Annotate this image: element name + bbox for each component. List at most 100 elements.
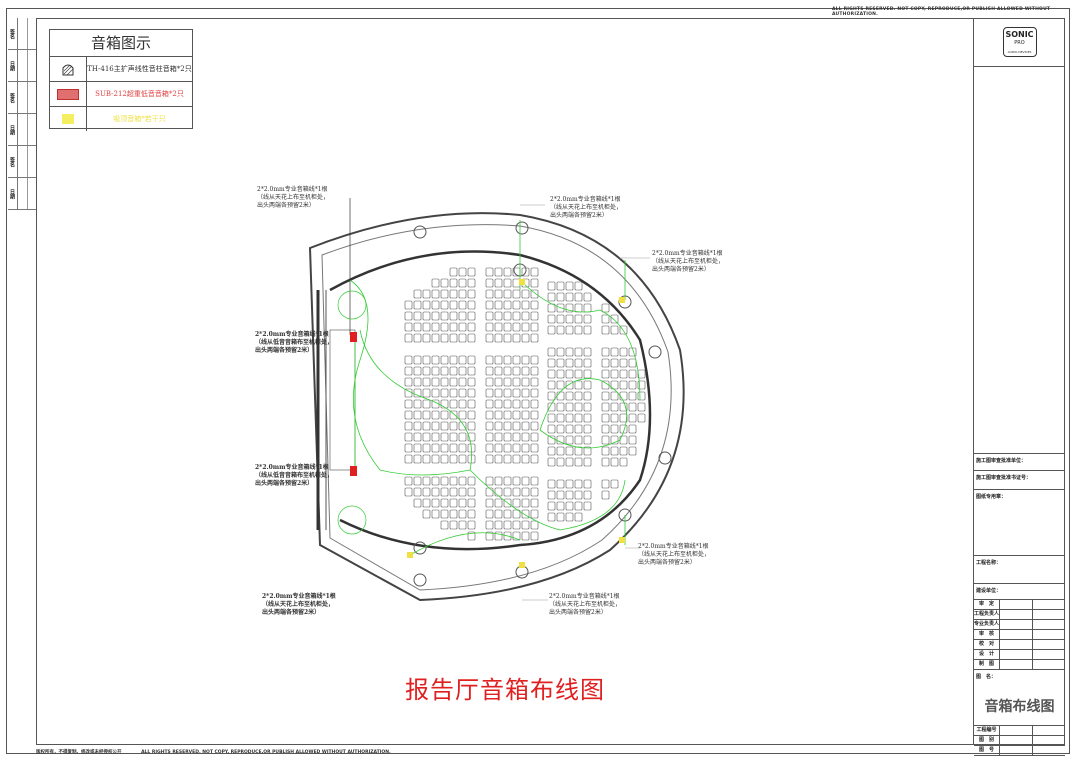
seat <box>485 520 494 530</box>
seat <box>458 300 467 310</box>
seat <box>521 399 530 409</box>
inner-wall <box>329 250 652 551</box>
seat <box>619 391 628 401</box>
seat <box>556 358 565 368</box>
seat <box>458 410 467 420</box>
seat <box>556 501 565 511</box>
seat <box>530 454 539 464</box>
seat <box>449 399 458 409</box>
seat <box>521 476 530 486</box>
seat <box>628 391 637 401</box>
seat <box>530 421 539 431</box>
seat <box>494 531 503 541</box>
seat <box>530 322 539 332</box>
seat <box>467 432 476 442</box>
seat <box>467 487 476 497</box>
seat <box>485 432 494 442</box>
seat <box>574 402 583 412</box>
seat <box>503 333 512 343</box>
ceiling-speaker-icon <box>407 552 413 558</box>
seat <box>565 325 574 335</box>
seat <box>449 421 458 431</box>
seat <box>628 369 637 379</box>
seat <box>503 399 512 409</box>
seat <box>574 501 583 511</box>
seat <box>440 399 449 409</box>
seat <box>512 498 521 508</box>
seat <box>512 520 521 530</box>
seat <box>521 443 530 453</box>
seat <box>494 289 503 299</box>
seat <box>440 388 449 398</box>
seat <box>440 476 449 486</box>
seat <box>503 410 512 420</box>
seat <box>494 399 503 409</box>
seat <box>449 267 458 277</box>
seat <box>610 413 619 423</box>
seat <box>467 377 476 387</box>
seat <box>467 333 476 343</box>
speaker-coverage <box>337 505 367 535</box>
seat <box>431 278 440 288</box>
seat <box>530 520 539 530</box>
seat <box>449 509 458 519</box>
legend-item: 吸顶音箱*若干只 <box>50 107 192 131</box>
seat <box>628 402 637 412</box>
seat <box>422 300 431 310</box>
seat <box>449 322 458 332</box>
seat <box>413 300 422 310</box>
seat <box>485 421 494 431</box>
seat <box>422 476 431 486</box>
copyright-en: ALL RIGHTS RESERVED. NOT COPY, REPRODUCE… <box>141 750 391 755</box>
seat <box>467 476 476 486</box>
seat <box>574 435 583 445</box>
seat <box>574 391 583 401</box>
seat <box>521 377 530 387</box>
seat <box>503 454 512 464</box>
seat <box>547 413 556 423</box>
seat <box>404 476 413 486</box>
seat <box>556 380 565 390</box>
seat <box>583 402 592 412</box>
seat <box>628 424 637 434</box>
seat <box>583 358 592 368</box>
seat <box>547 435 556 445</box>
column <box>658 451 672 465</box>
project-name-field: 工程名称： <box>974 556 1065 584</box>
seat <box>521 289 530 299</box>
seat <box>413 421 422 431</box>
role-row: 专业负责人 <box>974 620 1065 630</box>
seat <box>485 487 494 497</box>
seat <box>458 487 467 497</box>
strip-label: 日期 <box>9 188 15 199</box>
seat <box>449 377 458 387</box>
seat <box>494 278 503 288</box>
seat <box>413 454 422 464</box>
seat <box>440 432 449 442</box>
seat <box>503 443 512 453</box>
seat <box>485 377 494 387</box>
seat <box>404 322 413 332</box>
speaker-legend: 音箱图示 TH-416主扩声线性音柱音箱*2只 SUB-212超重低音音箱*2只… <box>49 29 193 131</box>
seat <box>503 322 512 332</box>
seat <box>512 366 521 376</box>
seat <box>601 303 610 313</box>
legend-label: TH-416主扩声线性音柱音箱*2只 <box>87 64 192 73</box>
seat <box>467 289 476 299</box>
seat <box>503 311 512 321</box>
seat <box>440 278 449 288</box>
seat <box>413 410 422 420</box>
seat <box>485 278 494 288</box>
subwoofer-icon <box>350 332 357 342</box>
seat <box>530 267 539 277</box>
seat <box>503 531 512 541</box>
seat <box>512 355 521 365</box>
seat <box>547 380 556 390</box>
seat <box>404 487 413 497</box>
seat <box>521 487 530 497</box>
seat <box>547 501 556 511</box>
seat <box>413 355 422 365</box>
